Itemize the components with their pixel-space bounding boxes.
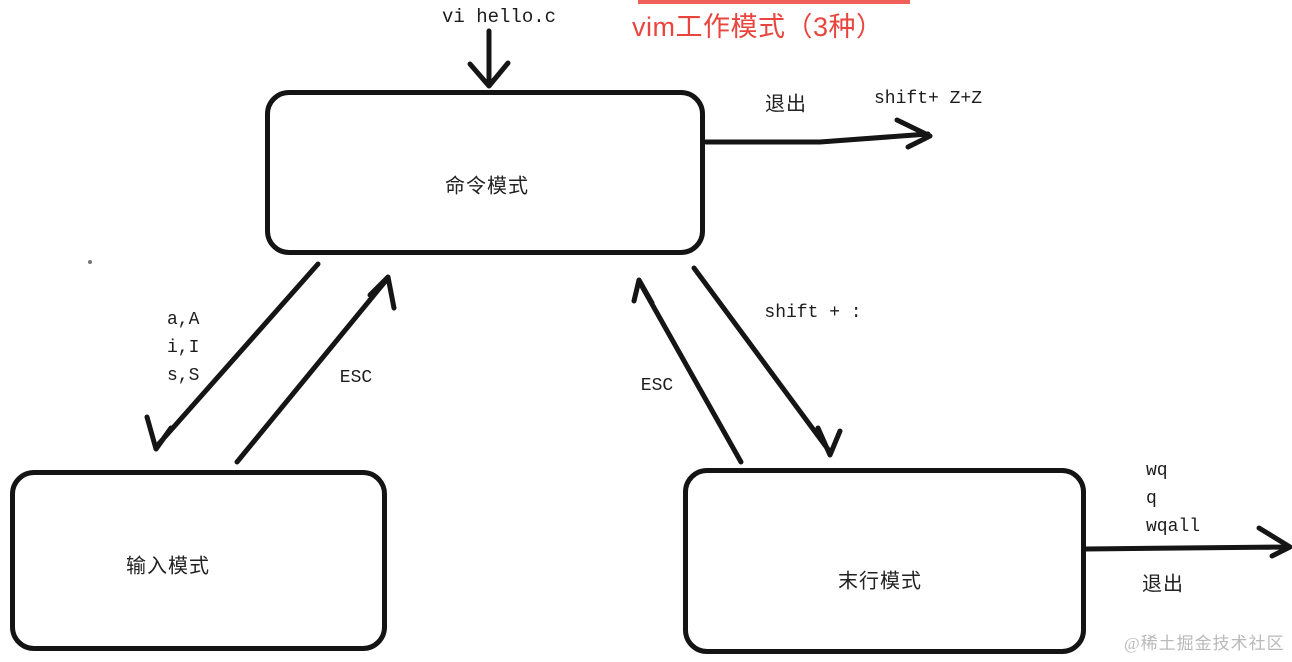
insert-keys-line1: a,A bbox=[167, 310, 200, 330]
diagram-title: vim工作模式（3种） bbox=[632, 12, 884, 42]
shift-colon-label: shift + : bbox=[764, 303, 862, 323]
quit-top-label: 退出 bbox=[765, 93, 807, 116]
insert-keys-line3: s,S bbox=[167, 366, 200, 386]
command-mode-box bbox=[265, 90, 705, 255]
open-file-command-label: vi hello.c bbox=[442, 6, 557, 28]
insert-keys-line2: i,I bbox=[167, 338, 200, 358]
arrow-quit-lastline bbox=[1083, 525, 1292, 559]
quit-keys-q: q bbox=[1146, 489, 1157, 509]
top-red-artifact bbox=[638, 0, 910, 4]
stray-dot bbox=[88, 260, 92, 264]
esc-right-label: ESC bbox=[640, 376, 674, 396]
arrow-insert-to-command bbox=[234, 274, 397, 465]
arrow-lastline-to-command bbox=[631, 277, 744, 465]
insert-mode-box bbox=[10, 470, 387, 651]
lastline-mode-label: 末行模式 bbox=[838, 570, 922, 593]
shift-zz-label: shift+ Z+Z bbox=[873, 89, 983, 109]
arrow-quit-command bbox=[703, 117, 933, 150]
arrow-command-to-insert bbox=[144, 261, 321, 452]
quit-keys-wq: wq bbox=[1146, 461, 1168, 481]
command-mode-label: 命令模式 bbox=[445, 175, 529, 198]
insert-mode-label: 输入模式 bbox=[126, 555, 210, 578]
quit-right-label: 退出 bbox=[1142, 573, 1184, 596]
watermark: @稀土掘金技术社区 bbox=[1124, 634, 1285, 653]
quit-keys-wqall: wqall bbox=[1146, 517, 1201, 537]
esc-left-label: ESC bbox=[339, 368, 373, 388]
arrow-open-file bbox=[467, 28, 511, 89]
arrow-command-to-lastline bbox=[691, 265, 843, 458]
lastline-mode-box bbox=[683, 468, 1086, 654]
